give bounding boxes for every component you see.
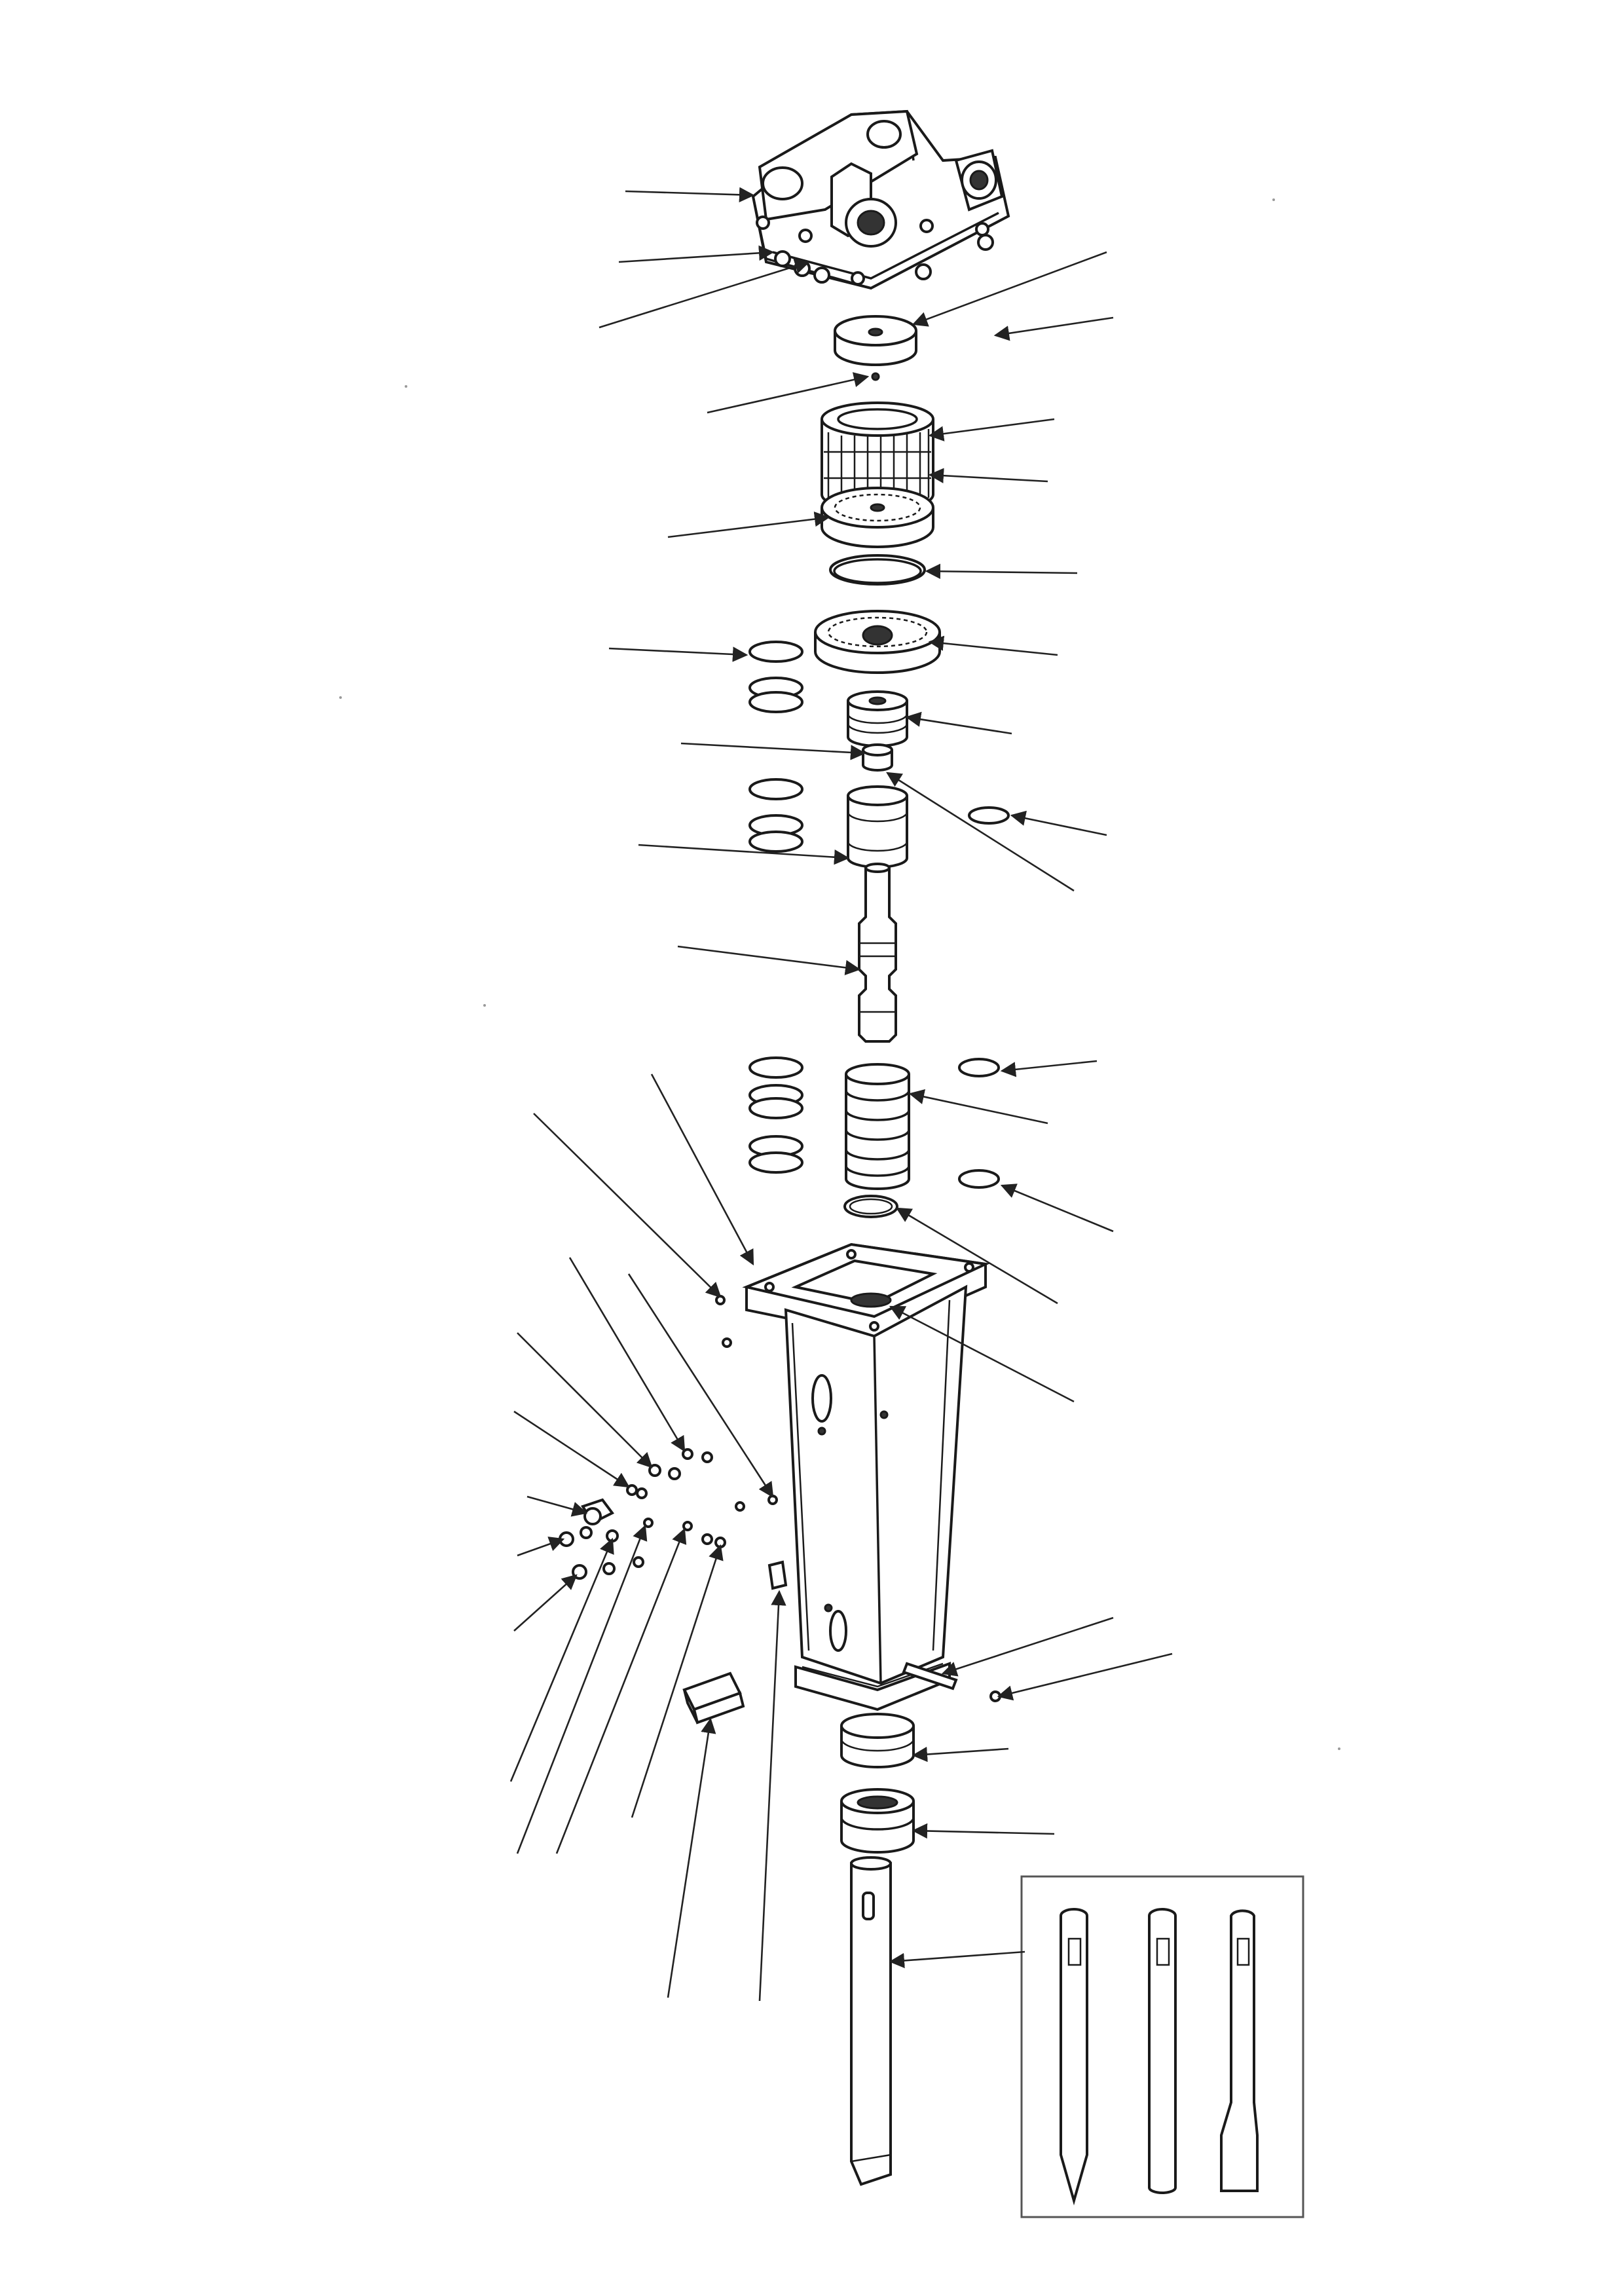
mounting-bracket (751, 109, 1010, 290)
chisel-tool (850, 1856, 892, 2186)
control-valve (847, 690, 908, 747)
stop-pin-block (682, 1671, 745, 1725)
side-fasteners (559, 1295, 788, 1590)
o-ring-right-lower (958, 1169, 1000, 1189)
callout-leader-lines (509, 187, 1173, 2002)
retainer-ring (843, 1195, 898, 1218)
top-cap-disc (834, 315, 917, 381)
moil-point-tool (1060, 1908, 1088, 2206)
valve-plug (862, 743, 893, 772)
scan-specks (339, 198, 1340, 1750)
piston (858, 863, 897, 1043)
chisel-blade-tool (1220, 1909, 1259, 2192)
lower-tool-bush (840, 1788, 915, 1854)
seal-set-lower (748, 1056, 803, 1174)
o-ring-right-middle (958, 1058, 1000, 1077)
cylinder-seal-stack (845, 1063, 910, 1190)
flat-seal-ring (829, 554, 926, 586)
seal-set-middle (748, 778, 803, 853)
valve-plate (821, 487, 934, 548)
front-head-bush (840, 1713, 915, 1768)
cylinder-head (814, 610, 941, 674)
main-body-housing (742, 1242, 990, 1711)
upper-bush (847, 785, 908, 868)
seal-set-upper (748, 641, 803, 713)
blunt-tool (1148, 1908, 1177, 2194)
tool-options-inset (1020, 1875, 1304, 2218)
o-ring-right-upper (968, 806, 1010, 825)
